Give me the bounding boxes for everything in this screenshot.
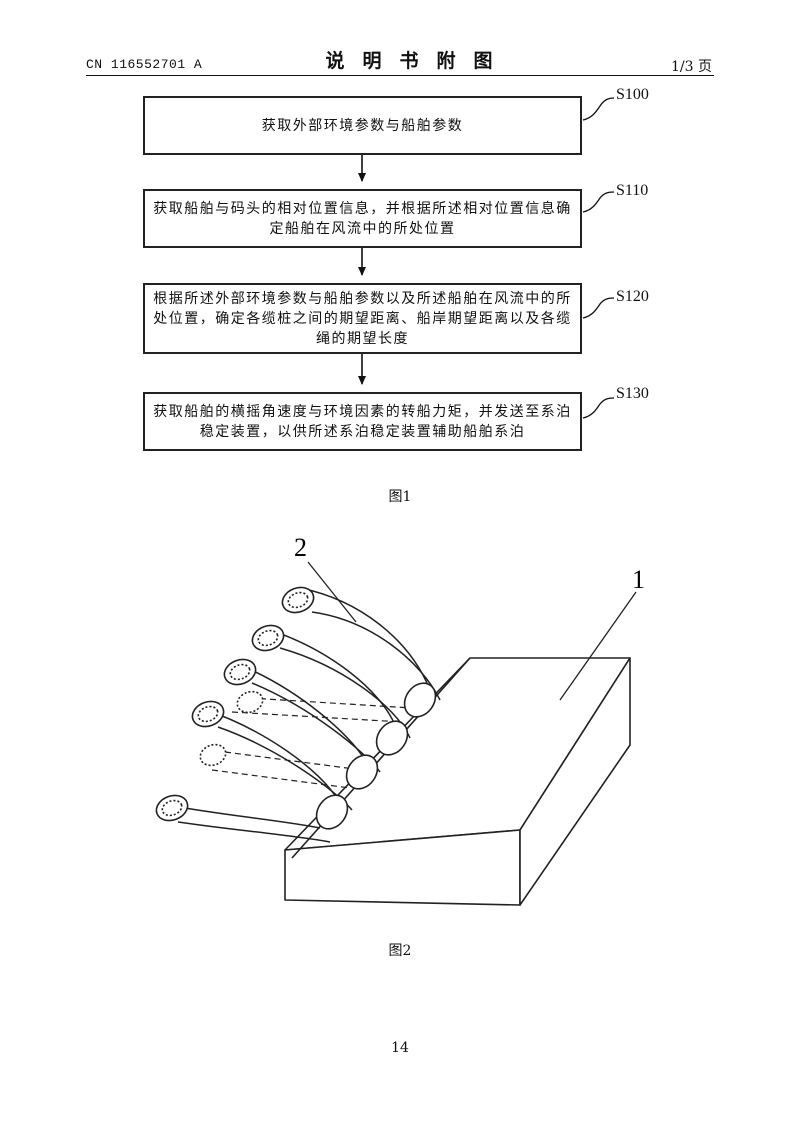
dashed-lines [211,697,413,789]
figure1-caption: 图1 [388,489,412,505]
step-label-s130: S130 [616,385,649,402]
flow-box-s120-text: 根据所述外部环境参数与船舶参数以及所述船舶在风流中的所处位置，确定各缆桩之间的期… [153,290,572,347]
page-number: 14 [391,1040,409,1056]
flow-box-s130: 获取船舶的横摇角速度与环境因素的转船力矩，并发送至系泊稳定装置，以供所述系泊稳定… [143,392,582,451]
leader-s110 [582,191,615,213]
inlet-rings [155,586,315,822]
header-rule [86,75,714,76]
hoses [167,587,441,843]
leader-label-2 [307,561,357,623]
flow-box-s110-text: 获取船舶与码头的相对位置信息，并根据所述相对位置信息确定船舶在风流中的所处位置 [153,200,572,237]
step-label-s110: S110 [616,182,649,199]
label-hoses-2: 2 [294,533,307,562]
flow-box-s120: 根据所述外部环境参数与船舶参数以及所述船舶在风流中的所处位置，确定各缆桩之间的期… [143,283,582,354]
leader-s130 [582,397,615,419]
leader-label-1 [559,591,637,701]
flow-box-s100: 获取外部环境参数与船舶参数 [143,96,582,155]
leader-s100 [582,97,615,121]
ramp-openings [315,682,437,830]
flow-box-s110: 获取船舶与码头的相对位置信息，并根据所述相对位置信息确定船舶在风流中的所处位置 [143,189,582,248]
header-doc-number: CN 116552701 A [86,57,203,72]
step-label-s120: S120 [616,288,649,305]
step-label-s100: S100 [616,86,649,103]
header-page-of: 1/3 页 [671,59,712,75]
flow-box-s130-text: 获取船舶的横摇角速度与环境因素的转船力矩，并发送至系泊稳定装置，以供所述系泊稳定… [153,403,572,440]
block-right-face [519,657,631,906]
label-block-1: 1 [632,565,645,594]
figure2-caption: 图2 [388,943,412,959]
flow-box-s100-text: 获取外部环境参数与船舶参数 [261,117,464,134]
leader-s120 [582,297,615,319]
header-section-title: 说明书附图 [325,50,511,72]
